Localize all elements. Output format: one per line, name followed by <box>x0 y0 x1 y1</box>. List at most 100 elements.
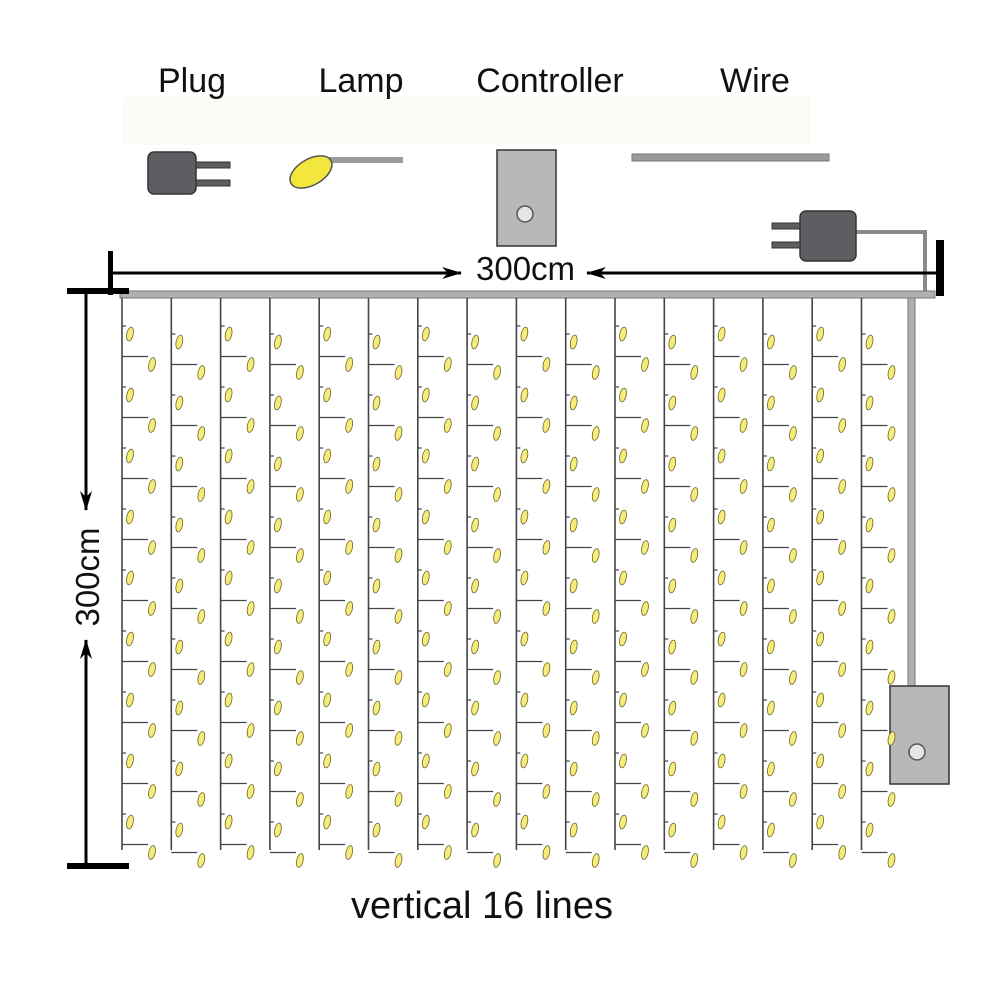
light-strand <box>515 298 551 860</box>
lamp-bulb <box>861 821 874 838</box>
lamp-bulb <box>762 485 797 502</box>
lamp-bulb <box>812 477 847 494</box>
lamp-bulb <box>417 813 430 830</box>
lamp-bulb <box>615 721 649 738</box>
lamp-bulb <box>269 668 304 685</box>
lamp-bulb <box>861 760 874 777</box>
lamp-bulb <box>861 699 874 716</box>
lamp-bulb <box>664 851 699 868</box>
lamp-bulb <box>368 851 403 868</box>
legend-controller-icon <box>496 149 557 247</box>
lamp-bulb <box>713 843 748 860</box>
lamp-bulb <box>615 782 649 799</box>
lamp-bulb <box>812 508 825 525</box>
lamp-bulb <box>516 477 551 494</box>
lamp-bulb <box>269 851 304 868</box>
lamp-bulb <box>812 599 847 616</box>
lamp-bulb <box>368 363 403 380</box>
lamp-bulb <box>615 386 627 403</box>
lamp-bulb <box>664 668 699 685</box>
lamp-bulb <box>762 546 797 563</box>
lamp-bulb <box>368 516 381 533</box>
lamp-bulb <box>269 455 282 472</box>
lamp-bulb <box>812 538 847 555</box>
lamp-bulb <box>269 546 304 563</box>
lamp-bulb <box>516 447 529 464</box>
lamp-bulb <box>417 843 452 860</box>
lamp-bulb <box>417 752 430 769</box>
lamp-bulb <box>861 729 896 746</box>
light-strand <box>170 298 206 868</box>
lamp-bulb <box>467 851 501 868</box>
lamp-bulb <box>516 630 529 647</box>
lamp-bulb <box>664 424 699 441</box>
lamp-bulb <box>368 577 381 594</box>
lamp-bulb <box>467 546 501 563</box>
lamp-bulb <box>417 630 430 647</box>
lamp-bulb <box>171 699 184 716</box>
lamp-bulb <box>368 485 403 502</box>
lamp-bulb <box>812 355 847 372</box>
lamp-bulb <box>516 508 529 525</box>
lamp-bulb <box>861 424 896 441</box>
lamp-bulb <box>812 813 825 830</box>
lamp-bulb <box>516 691 529 708</box>
lamp-bulb <box>664 546 699 563</box>
lamp-bulb <box>171 333 184 350</box>
lamp-bulb <box>565 424 600 441</box>
lamp-bulb <box>467 455 479 472</box>
lamp-bulb <box>319 447 332 464</box>
light-strand <box>564 298 600 868</box>
lamp-bulb <box>269 363 304 380</box>
lamp-bulb <box>565 851 600 868</box>
lamp-bulb <box>417 569 430 586</box>
lamp-bulb <box>467 760 479 777</box>
legend-lamp-icon <box>289 155 403 189</box>
lamp-bulb <box>269 790 304 807</box>
lamp-bulb <box>319 599 354 616</box>
width-dimension-label: 300cm <box>472 250 580 288</box>
lamp-bulb <box>762 333 775 350</box>
lamp-bulb <box>713 782 748 799</box>
lamp-bulb <box>417 386 430 403</box>
lamp-bulb <box>122 599 156 616</box>
lamp-bulb <box>368 546 403 563</box>
lamp-bulb <box>122 477 156 494</box>
lamp-bulb <box>122 355 156 372</box>
lamp-bulb <box>319 691 332 708</box>
legend-wire-icon <box>631 153 830 162</box>
light-strand <box>269 298 304 868</box>
light-strand <box>466 298 501 868</box>
lamp-bulb <box>664 729 699 746</box>
lamp-bulb <box>319 630 332 647</box>
lamp-bulb <box>516 325 529 342</box>
lamp-bulb <box>220 691 233 708</box>
lamp-bulb <box>664 516 677 533</box>
lamp-bulb <box>516 416 551 433</box>
lamp-bulb <box>664 455 677 472</box>
lamp-bulb <box>664 333 677 350</box>
lamp-bulb <box>171 790 206 807</box>
lamp-bulb <box>664 699 677 716</box>
lamp-bulb <box>220 752 233 769</box>
lamp-bulb <box>615 538 649 555</box>
lamp-bulb <box>713 660 748 677</box>
lamp-bulb <box>269 699 282 716</box>
lamp-bulb <box>220 386 233 403</box>
lamp-bulb <box>220 416 255 433</box>
lamp-bulb <box>861 394 874 411</box>
lamp-bulb <box>713 599 748 616</box>
lamp-bulb <box>171 607 206 624</box>
lamp-bulb <box>615 691 627 708</box>
light-strand <box>219 298 255 860</box>
lamp-bulb <box>220 325 233 342</box>
lamp-bulb <box>319 386 332 403</box>
lamp-bulb <box>615 508 627 525</box>
lamp-bulb <box>565 485 600 502</box>
lamp-bulb <box>861 363 896 380</box>
lamp-bulb <box>417 416 452 433</box>
lamp-bulb <box>861 577 874 594</box>
lamp-bulb <box>565 455 578 472</box>
lamp-bulb <box>171 638 184 655</box>
lamp-bulb <box>615 477 649 494</box>
